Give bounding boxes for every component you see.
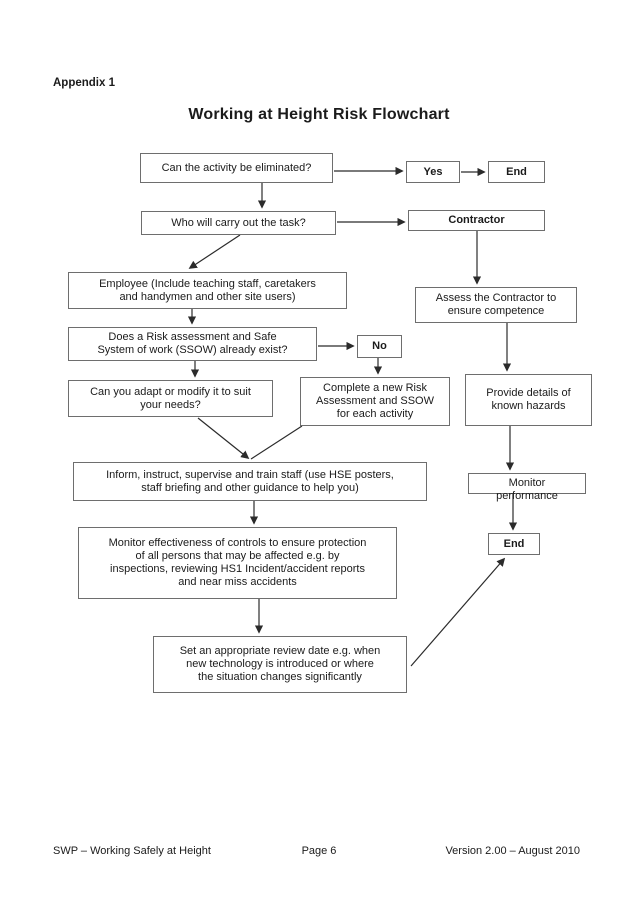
node-text-line: of all persons that may be affected e.g.… xyxy=(135,550,340,562)
node-text-line: Assess the Contractor to xyxy=(435,292,557,304)
flow-node-contractor: Contractor xyxy=(408,210,545,231)
node-text-line: performance xyxy=(496,490,558,502)
flow-node-inform-instruct-supervise: Inform, instruct, supervise and train st… xyxy=(73,462,427,501)
flow-node-assess-contractor: Assess the Contractor to ensure competen… xyxy=(415,287,577,323)
footer-document-name: SWP – Working Safely at Height xyxy=(53,845,211,857)
node-text-line: Yes xyxy=(423,165,443,178)
flow-node-monitor-effectiveness: Monitor effectiveness of controls to ens… xyxy=(78,527,397,599)
node-text-line: No xyxy=(372,340,387,352)
appendix-label: Appendix 1 xyxy=(53,77,115,89)
node-text-line: the situation changes significantly xyxy=(198,671,362,683)
flow-node-complete-new-risk-assessment: Complete a new Risk Assessment and SSOW … xyxy=(300,377,450,426)
page-title: Working at Height Risk Flowchart xyxy=(188,106,450,123)
flow-node-who-will-carry-out-task: Who will carry out the task? xyxy=(141,211,336,235)
flow-node-does-risk-assessment-exist: Does a Risk assessment and Safe System o… xyxy=(68,327,317,361)
node-text-line: Contractor xyxy=(448,214,505,226)
node-text-line: known hazards xyxy=(491,400,566,412)
node-text-line: End xyxy=(506,165,527,178)
node-text-line: and handymen and other site users) xyxy=(119,290,296,303)
node-text-line: for each activity xyxy=(336,408,414,420)
flow-node-provide-details-of-hazards: Provide details of known hazards xyxy=(465,374,592,426)
node-text-line: Monitor effectiveness of controls to ens… xyxy=(108,537,367,549)
node-text-line: Does a Risk assessment and Safe xyxy=(108,331,277,343)
flow-node-adapt-or-modify: Can you adapt or modify it to suit your … xyxy=(68,380,273,417)
footer-page-number: Page 6 xyxy=(301,845,337,857)
connector-complete-to-inform xyxy=(250,425,303,460)
flow-node-employee: Employee (Include teaching staff, careta… xyxy=(68,272,347,309)
flow-node-end-bottom: End xyxy=(488,533,540,555)
flow-node-yes: Yes xyxy=(406,161,460,183)
node-text-line: Assessment and SSOW xyxy=(316,395,434,407)
node-text-line: System of work (SSOW) already exist? xyxy=(97,344,288,356)
flow-node-no: No xyxy=(357,335,402,358)
node-text-line: new technology is introduced or where xyxy=(186,658,374,670)
node-text-line: Set an appropriate review date e.g. when xyxy=(179,645,381,657)
flow-node-monitor-performance-box xyxy=(468,473,586,494)
node-text-line: Inform, instruct, supervise and train st… xyxy=(106,468,394,481)
node-text-line: your needs? xyxy=(140,398,201,411)
footer-version: Version 2.00 – August 2010 xyxy=(445,845,580,857)
node-text-line: Provide details of xyxy=(486,387,571,399)
node-text-line: Employee (Include teaching staff, careta… xyxy=(99,277,316,290)
connector-review-to-end xyxy=(410,557,506,667)
node-text-line: Complete a new Risk xyxy=(323,382,427,394)
connector-adapt-to-inform xyxy=(197,417,250,460)
node-text-line: Can the activity be eliminated? xyxy=(161,161,312,174)
flow-node-monitor-performance: Monitor performance xyxy=(468,477,586,503)
flow-node-end-top: End xyxy=(488,161,545,183)
connector-who-to-employee xyxy=(188,234,241,269)
node-text-line: ensure competence xyxy=(447,305,545,317)
node-text-line: Who will carry out the task? xyxy=(171,216,306,229)
node-text-line: End xyxy=(503,537,525,550)
flow-node-set-review-date: Set an appropriate review date e.g. when… xyxy=(153,636,407,693)
node-text-line: Can you adapt or modify it to suit xyxy=(90,385,251,398)
node-text-line: and near miss accidents xyxy=(178,576,297,588)
node-text-line: Monitor xyxy=(508,477,546,489)
node-text-line: staff briefing and other guidance to hel… xyxy=(141,481,359,494)
node-text-line: inspections, reviewing HS1 Incident/acci… xyxy=(110,563,365,575)
flow-node-can-activity-be-eliminated: Can the activity be eliminated? xyxy=(140,153,333,183)
